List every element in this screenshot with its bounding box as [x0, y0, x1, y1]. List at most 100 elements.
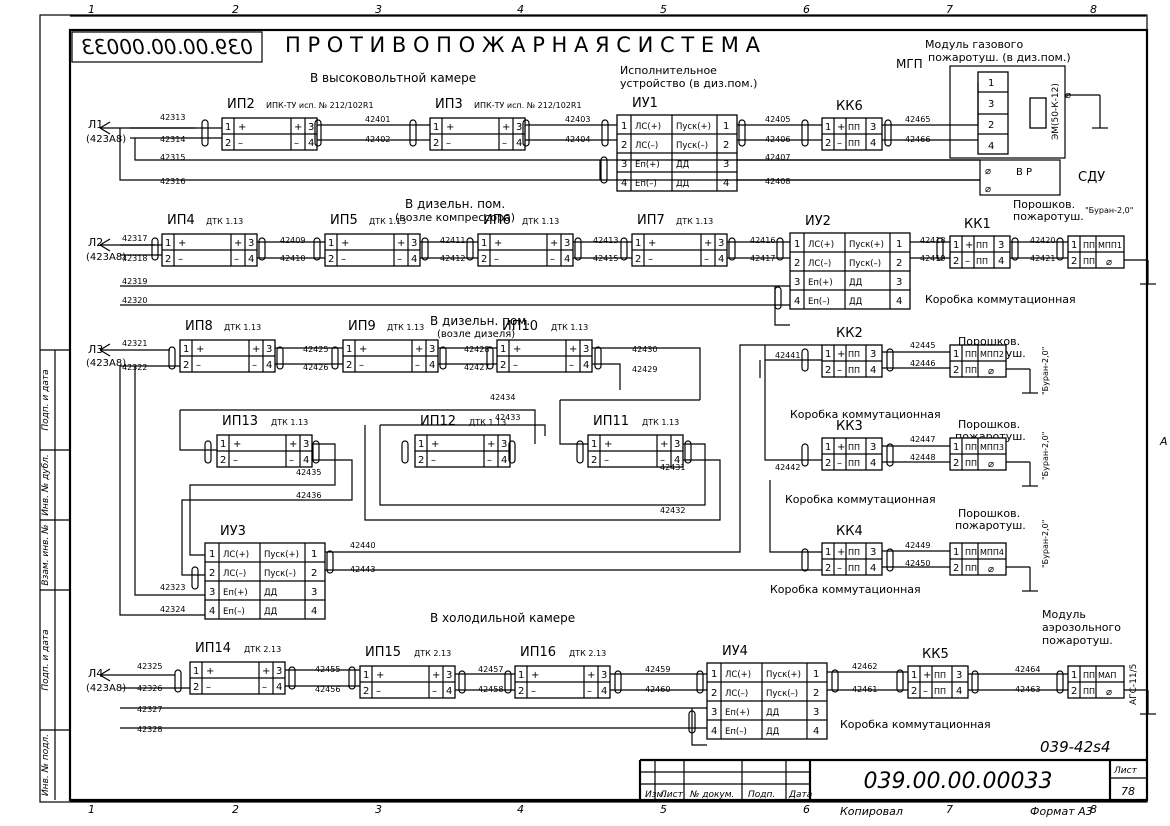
- terminal-mark: +: [359, 344, 367, 355]
- terminal-mark: –: [196, 360, 201, 371]
- connector: [801, 548, 809, 572]
- terminal-num: 1: [723, 121, 729, 132]
- ground-mark: ⌀: [988, 564, 994, 575]
- powder3-a: Порошков.: [958, 418, 1020, 431]
- connector: [776, 237, 784, 261]
- wire-number: 42443: [350, 565, 375, 574]
- wire-number: 42460: [645, 685, 670, 694]
- connector: [886, 443, 894, 467]
- connector: [204, 440, 212, 464]
- terminal-mark: 2: [433, 138, 439, 149]
- terminal-mark: 2: [591, 455, 597, 466]
- actuator-name: ИУ1: [632, 96, 658, 111]
- terminal-mark: 3: [446, 670, 452, 681]
- terminal-mark: +: [502, 122, 510, 133]
- terminal-mark: –: [923, 686, 928, 697]
- wire-number: 42430: [632, 345, 657, 354]
- connector: [971, 670, 979, 694]
- terminal-mark: 3: [276, 666, 282, 677]
- terminal-num: 1: [953, 349, 959, 360]
- mgp-terminal: 1: [988, 78, 994, 89]
- wire-number: 42322: [122, 363, 147, 372]
- ground-mark: ⌀: [1106, 257, 1112, 268]
- terminal-mark: 1: [418, 439, 424, 450]
- terminal-mark: 2: [363, 686, 369, 697]
- connector: [276, 346, 284, 370]
- terminal-num: 4: [870, 365, 876, 376]
- sdu-box: [979, 159, 1061, 196]
- wire-number: 42458: [478, 685, 503, 694]
- terminal-mark: ПП: [848, 366, 860, 375]
- wire: [99, 674, 111, 682]
- column-number-bottom: 2: [232, 803, 239, 816]
- wire-number: 42314: [160, 135, 185, 144]
- tb-format: Формат А3: [1030, 805, 1093, 818]
- column-number-top: 3: [375, 3, 382, 16]
- terminal-num: 3: [711, 707, 717, 718]
- zone-diesel-mid-sub: (возле дизеля): [437, 329, 515, 340]
- terminal-mark: +: [446, 122, 454, 133]
- terminal-mark: –: [569, 360, 574, 371]
- terminal-mark: 3: [564, 238, 570, 249]
- terminal-mark: 3: [429, 344, 435, 355]
- actuator-pin: Еп(–): [635, 179, 657, 189]
- wire: [119, 366, 205, 616]
- zone-cold: В холодильной камере: [430, 611, 575, 625]
- terminal-num: 1: [813, 669, 819, 680]
- connector: [504, 670, 512, 694]
- connector: [696, 670, 704, 694]
- terminal-mark: +: [660, 439, 668, 450]
- terminal-mark: +: [196, 344, 204, 355]
- wire-number: 42457: [478, 665, 503, 674]
- junction-name: КК6: [836, 99, 863, 114]
- wire-number: 42315: [160, 153, 185, 162]
- junction-caption: Коробка коммутационная: [840, 718, 991, 731]
- terminal-mark: 4: [411, 254, 417, 265]
- ground-mark: ⌀: [988, 459, 994, 470]
- junction-caption: Коробка коммутационная: [770, 583, 921, 596]
- wire-number: 42455: [315, 665, 340, 674]
- connector: [486, 346, 494, 370]
- wire: [134, 366, 205, 596]
- terminal-mark: ПП: [848, 548, 860, 557]
- line-l1-name: Л1: [88, 118, 103, 131]
- detector-name: ИП2: [227, 97, 255, 112]
- terminal-num: 4: [209, 606, 215, 617]
- terminal-num: 4: [870, 563, 876, 574]
- wire-number: 42420: [1030, 236, 1055, 245]
- terminal-mark: ПП: [848, 459, 860, 468]
- wire: [764, 345, 822, 461]
- actuator-pin: Еп(+): [223, 588, 248, 598]
- connector: [326, 550, 334, 574]
- terminal-num: 2: [825, 458, 831, 469]
- column-number-top: 2: [232, 3, 239, 16]
- mgp-title-1: Модуль газового: [925, 38, 1023, 51]
- terminal-mark: 1: [518, 670, 524, 681]
- actuator-pin: ДД: [264, 588, 278, 598]
- wire-number: 42419: [920, 254, 945, 263]
- terminal-mark: ПП: [965, 366, 977, 375]
- side-label: Взам. инв. №: [41, 524, 51, 585]
- aero-2: аэрозольного: [1042, 621, 1121, 634]
- sdu-label: СДУ: [1078, 170, 1105, 185]
- column-number-top: 8: [1090, 3, 1097, 16]
- inner-frame: [68, 28, 1149, 802]
- terminal-mark: +: [178, 238, 186, 249]
- wire-number: 42324: [160, 605, 185, 614]
- terminal-mark: 4: [674, 455, 680, 466]
- terminal-mark: +: [837, 122, 845, 133]
- terminal-mark: 1: [165, 238, 171, 249]
- terminal-num: 2: [953, 256, 959, 267]
- powder4-b: пожаротуш.: [955, 519, 1026, 532]
- wire-number: 42323: [160, 583, 185, 592]
- column-number-bottom: 3: [375, 803, 382, 816]
- tb-col-date: Дата: [788, 790, 812, 800]
- terminal-num: 1: [896, 239, 902, 250]
- terminal-mark: –: [294, 138, 299, 149]
- terminal-mark: –: [262, 682, 267, 693]
- terminal-mark: 4: [601, 686, 607, 697]
